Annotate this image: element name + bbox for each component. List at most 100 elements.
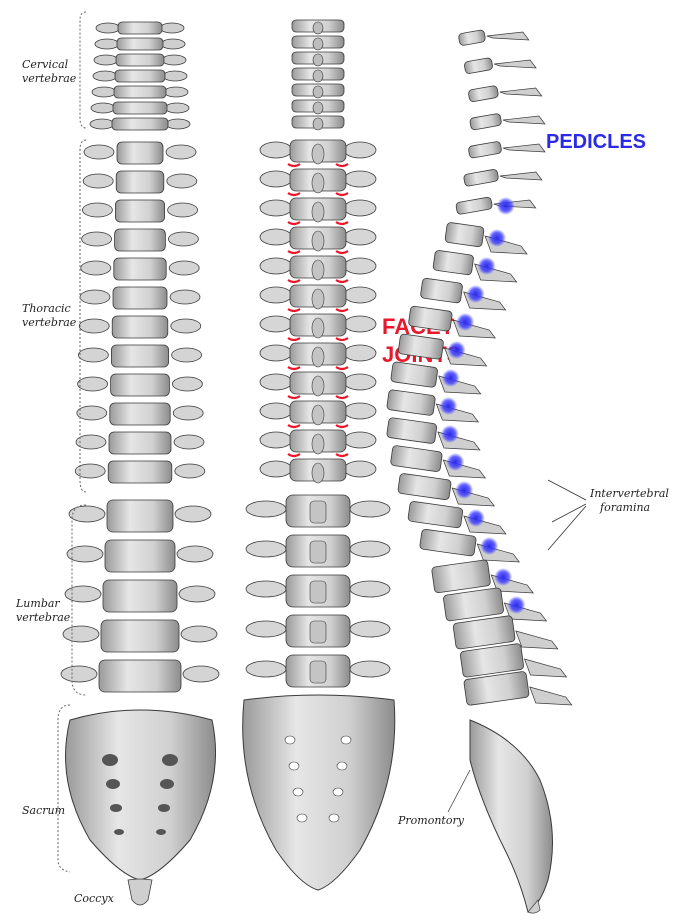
thoracic-transverse-process bbox=[344, 403, 376, 419]
cervical-transverse-process bbox=[93, 71, 117, 81]
thoracic-vertebra bbox=[110, 403, 170, 425]
spinous-process bbox=[524, 659, 566, 677]
spinous-process bbox=[494, 60, 536, 68]
thoracic-transverse-process bbox=[260, 374, 292, 390]
thoracic-transverse-process bbox=[260, 142, 292, 158]
pedicle bbox=[446, 453, 464, 471]
cervical-transverse-process bbox=[94, 55, 118, 65]
cervical-vertebra bbox=[112, 118, 168, 130]
cervical-transverse-process bbox=[92, 87, 116, 97]
lumbar-transverse-process bbox=[177, 546, 213, 562]
facet-joint bbox=[288, 309, 300, 311]
facet-joint bbox=[336, 367, 348, 369]
vertebral-body bbox=[453, 615, 516, 649]
thoracic-transverse-process bbox=[169, 261, 199, 275]
thoracic-transverse-process bbox=[79, 319, 109, 333]
sacral-foramen bbox=[158, 804, 170, 812]
facet-joint bbox=[288, 280, 300, 282]
lumbar-transverse-process bbox=[350, 501, 390, 517]
sacral-foramen bbox=[293, 788, 303, 796]
vertebral-body bbox=[464, 57, 493, 74]
vertebral-body bbox=[398, 473, 452, 500]
vertebral-body bbox=[390, 445, 442, 472]
cervical-transverse-process bbox=[96, 23, 120, 33]
cervical-transverse-process bbox=[163, 71, 187, 81]
sacral-foramen bbox=[114, 829, 124, 835]
thoracic-transverse-process bbox=[344, 142, 376, 158]
thoracic-transverse-process bbox=[260, 316, 292, 332]
thoracic-transverse-process bbox=[260, 403, 292, 419]
pedicle bbox=[455, 481, 473, 499]
cervical-vertebra bbox=[115, 70, 165, 82]
pedicle bbox=[442, 369, 460, 387]
thoracic-transverse-process bbox=[172, 348, 202, 362]
spinous-process bbox=[312, 376, 324, 396]
facet-joint bbox=[336, 251, 348, 253]
thoracic-transverse-process bbox=[344, 287, 376, 303]
lumbar-transverse-process bbox=[175, 506, 211, 522]
posterior-spine-view bbox=[243, 20, 395, 890]
lumbar-vertebra bbox=[99, 660, 181, 692]
vertebral-body bbox=[463, 169, 499, 187]
thoracic-transverse-process bbox=[260, 345, 292, 361]
lumbar-transverse-process bbox=[246, 581, 286, 597]
facet-joint bbox=[336, 338, 348, 340]
lumbar-transverse-process bbox=[63, 626, 99, 642]
thoracic-transverse-process bbox=[170, 290, 200, 304]
thoracic-transverse-process bbox=[83, 174, 113, 188]
thoracic-vertebra bbox=[115, 229, 166, 251]
cervical-transverse-process bbox=[161, 39, 185, 49]
spinous-process bbox=[313, 38, 323, 50]
sacral-foramen bbox=[337, 762, 347, 770]
facet-joint bbox=[336, 193, 348, 195]
thoracic-transverse-process bbox=[260, 229, 292, 245]
thoracic-vertebra bbox=[113, 287, 167, 309]
thoracic-transverse-process bbox=[260, 432, 292, 448]
thoracic-transverse-process bbox=[260, 200, 292, 216]
spinous-process bbox=[313, 102, 323, 114]
lumbar-transverse-process bbox=[181, 626, 217, 642]
lumbar-transverse-process bbox=[350, 621, 390, 637]
spinous-process bbox=[312, 318, 324, 338]
vertebral-body bbox=[420, 278, 463, 303]
thoracic-transverse-process bbox=[344, 200, 376, 216]
pedicle bbox=[441, 425, 459, 443]
spinous-process bbox=[312, 434, 324, 454]
thoracic-vertebra bbox=[114, 258, 166, 280]
sacrum-label: Sacrum bbox=[22, 804, 65, 817]
facet-joint bbox=[336, 454, 348, 456]
vertebral-body bbox=[386, 417, 437, 444]
cervical-vertebra bbox=[116, 54, 164, 66]
lumbar-transverse-process bbox=[246, 621, 286, 637]
spinous-process bbox=[310, 661, 326, 683]
lumbar-transverse-process bbox=[179, 586, 215, 602]
pedicles-label: PEDICLES bbox=[546, 131, 646, 153]
posterior-sacrum bbox=[243, 695, 395, 890]
thoracic-transverse-process bbox=[78, 377, 108, 391]
spinous-process bbox=[312, 463, 324, 483]
thoracic-transverse-process bbox=[82, 232, 112, 246]
thoracic-transverse-process bbox=[344, 461, 376, 477]
spinous-process bbox=[313, 54, 323, 66]
vertebral-body bbox=[445, 222, 485, 247]
facet-joint bbox=[288, 425, 300, 427]
spinous-process bbox=[312, 202, 324, 222]
pedicle bbox=[494, 568, 512, 586]
spinous-process bbox=[313, 22, 323, 34]
cervical-transverse-process bbox=[164, 87, 188, 97]
coccyx-bone bbox=[128, 879, 152, 905]
lumbar-transverse-process bbox=[350, 661, 390, 677]
thoracic-transverse-process bbox=[344, 258, 376, 274]
cervical-transverse-process bbox=[95, 39, 119, 49]
facet-joint bbox=[336, 425, 348, 427]
intervertebral-foramina-label-line1: Intervertebral bbox=[589, 487, 669, 500]
lumbar-vertebra bbox=[105, 540, 175, 572]
thoracic-transverse-process bbox=[260, 171, 292, 187]
spinous-process bbox=[503, 144, 545, 152]
thoracic-transverse-process bbox=[174, 435, 204, 449]
spinous-process bbox=[313, 86, 323, 98]
thoracic-transverse-process bbox=[166, 145, 196, 159]
facet-joint bbox=[336, 222, 348, 224]
pedicle bbox=[439, 397, 457, 415]
